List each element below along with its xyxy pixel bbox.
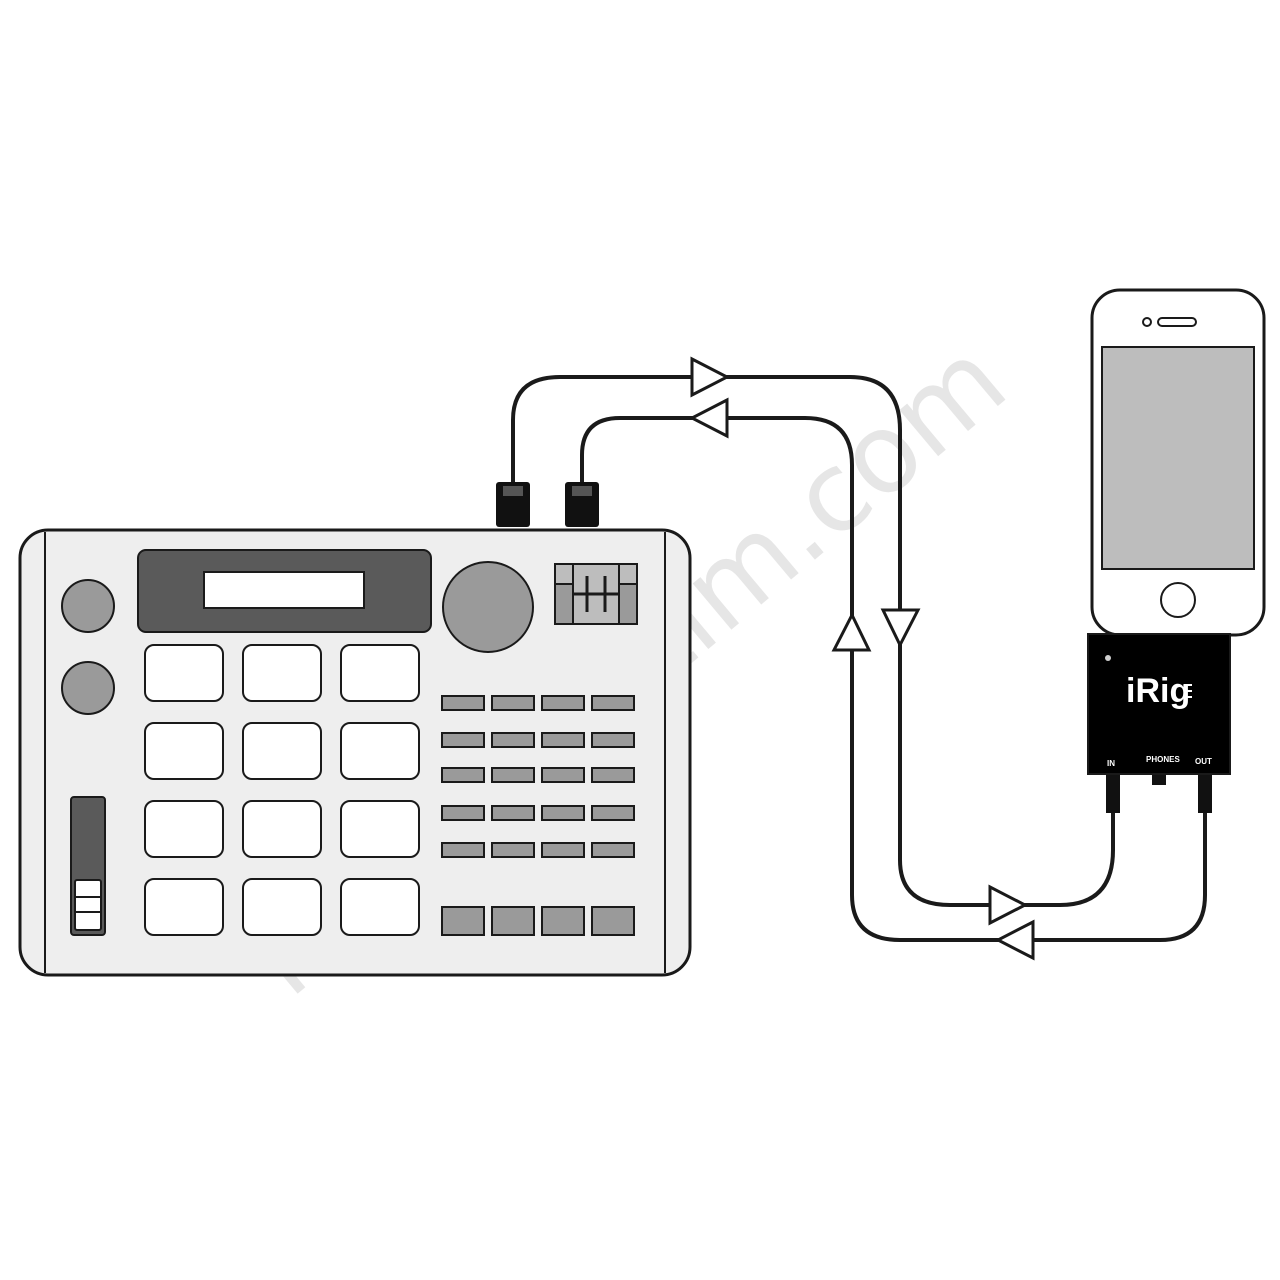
knob-bottom [61,661,115,715]
flow-arrows [688,356,1035,961]
function-button [541,732,585,748]
cursor-buttons [554,563,638,625]
function-button [591,732,635,748]
function-button [541,695,585,711]
function-button [441,842,485,858]
irig-logo: iRig [1126,672,1190,710]
transport-button [541,906,585,936]
drum-pad [340,800,420,858]
function-button [491,732,535,748]
jack-out [1198,775,1212,813]
led-indicator [1105,655,1111,661]
button-grid [441,695,635,936]
cable-in [580,416,1207,942]
port-label-out: OUT [1195,757,1212,766]
drum-pad [144,878,224,936]
data-wheel [442,561,534,653]
arrow-right-icon [690,356,731,398]
transport-button [591,906,635,936]
smartphone [1090,288,1266,637]
function-button [591,695,635,711]
knob-top [61,579,115,633]
function-button [441,732,485,748]
drum-machine [18,482,692,977]
drum-pad [340,644,420,702]
function-button [441,805,485,821]
function-button [541,842,585,858]
function-button [591,767,635,783]
arrow-right-icon [988,884,1029,926]
drum-pad [144,800,224,858]
drum-pad [242,878,322,936]
drum-pad [242,722,322,780]
lcd-screen [203,571,365,609]
irig-interface: iRig IN PHONES OUT [1087,633,1231,813]
port-label-in: IN [1107,759,1115,768]
function-button [491,695,535,711]
function-button [441,767,485,783]
drum-pad [242,644,322,702]
function-button [591,805,635,821]
function-button [491,805,535,821]
home-button-icon [1160,582,1196,618]
port-label-phones: PHONES [1146,755,1180,764]
earpiece [1157,317,1197,327]
front-camera [1142,317,1152,327]
function-button [591,842,635,858]
function-button [541,767,585,783]
function-button [491,842,535,858]
drum-pad [144,644,224,702]
function-button [491,767,535,783]
arrow-left-icon [688,397,729,439]
irig-body [1087,633,1231,775]
drum-pad [340,878,420,936]
pad-grid [144,644,420,936]
drum-pad [144,722,224,780]
arrow-down-icon [880,608,921,649]
jack-phones [1152,775,1166,785]
fader-cap [74,879,102,931]
jack-in [1106,775,1120,813]
transport-button [441,906,485,936]
transport-button [491,906,535,936]
drum-pad [242,800,322,858]
function-button [541,805,585,821]
function-button [441,695,485,711]
phone-screen [1101,346,1255,570]
drum-pad [340,722,420,780]
arrow-up-icon [831,611,872,652]
arrow-left-icon [994,919,1035,961]
fader [70,796,106,936]
